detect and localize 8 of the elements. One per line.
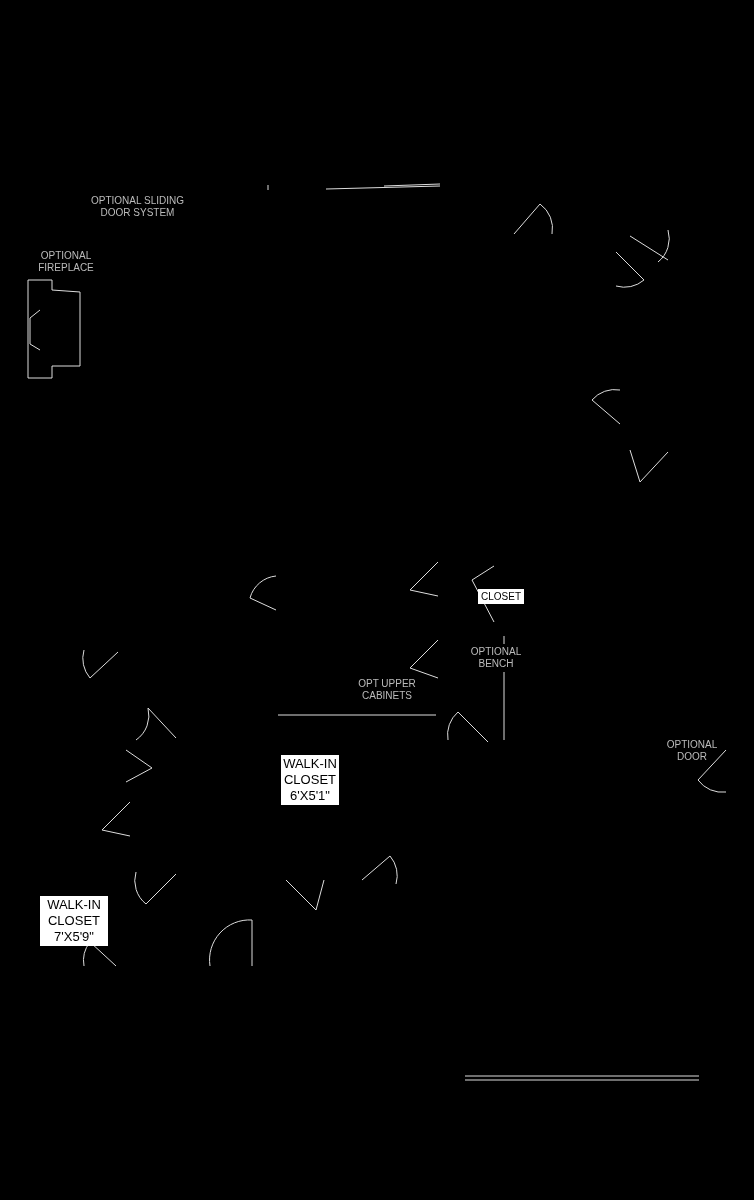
door-note: OPTIONAL DOOR — [665, 739, 719, 763]
room-label: WALK-IN CLOSET 7'X5'9" — [40, 896, 108, 946]
fireplace-note: OPTIONAL FIREPLACE — [37, 250, 95, 274]
sliding-door-note: OPTIONAL SLIDING DOOR SYSTEM — [90, 195, 185, 219]
room-label: CLOSET — [478, 589, 524, 604]
bench-note: OPTIONAL BENCH — [469, 646, 523, 670]
room-label: WALK-IN CLOSET 6'X5'1" — [281, 755, 339, 805]
cabinet-note: OPT UPPER CABINETS — [357, 678, 417, 702]
